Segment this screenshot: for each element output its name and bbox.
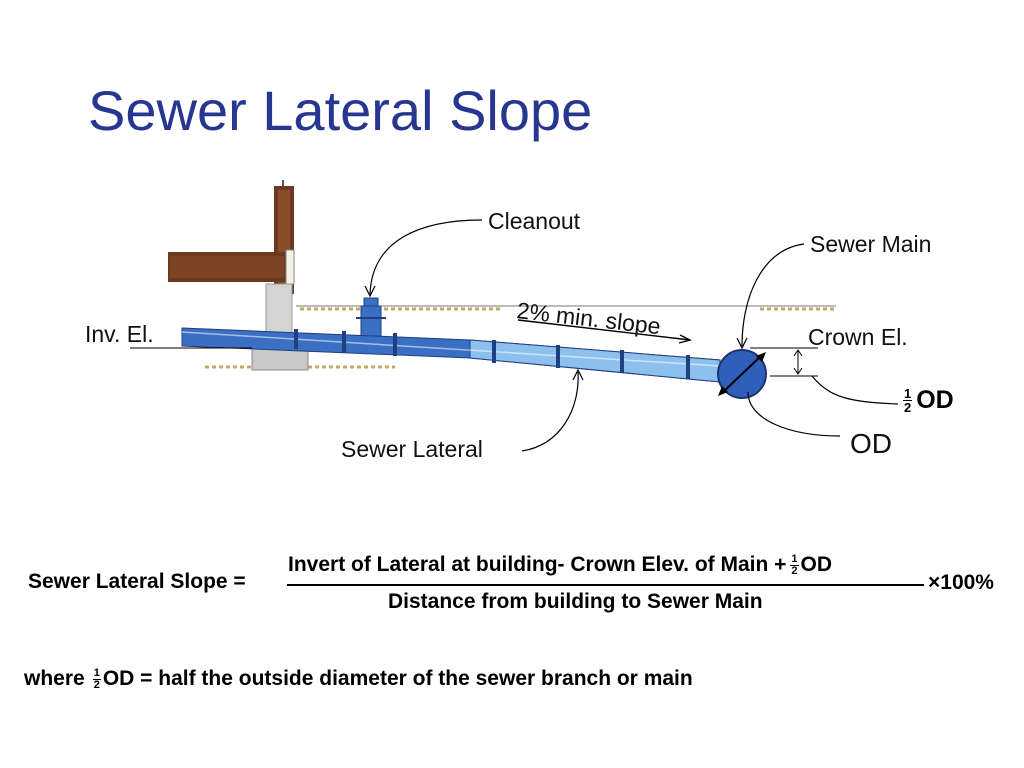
formula-denominator: Distance from building to Sewer Main [388,590,763,613]
fraction-bar [287,584,924,586]
formula-numerator-suffix: OD [800,553,833,576]
building [168,180,309,371]
formula-multiplier: ×100% [928,571,994,594]
half-fraction: 1 2 [903,386,913,415]
cleanout-label: Cleanout [488,208,581,234]
sewer-main-pipe [717,349,767,399]
note-half-fraction: 1 2 [92,666,101,691]
sewer-main-label: Sewer Main [810,231,931,257]
dimension-lines [130,319,818,377]
cleanout-riser [356,297,386,337]
slide-title: Sewer Lateral Slope [88,79,593,142]
sewer-lateral-label: Sewer Lateral [341,436,483,462]
od-label: OD [850,428,892,459]
formula-numerator: Invert of Lateral at building- Crown Ele… [288,553,832,577]
callout-lines [364,219,899,452]
half-od-label: 1 2 OD [903,386,954,415]
sewer-lateral-pipe [181,327,721,383]
formula-numerator-text: Invert of Lateral at building- Crown Ele… [288,553,787,576]
note-prefix: where [24,667,85,690]
formula-half-fraction: 1 2 [790,552,799,577]
note-text: OD = half the outside diameter of the se… [102,667,693,690]
od-definition-note: where 1 2 OD = half the outside diameter… [24,667,693,691]
formula-lhs: Sewer Lateral Slope = [28,570,246,593]
inv-el-label: Inv. El. [85,321,154,347]
slope-label: 2% min. slope [515,297,661,339]
ground-surface [205,305,836,369]
crown-el-label: Crown El. [808,324,908,350]
